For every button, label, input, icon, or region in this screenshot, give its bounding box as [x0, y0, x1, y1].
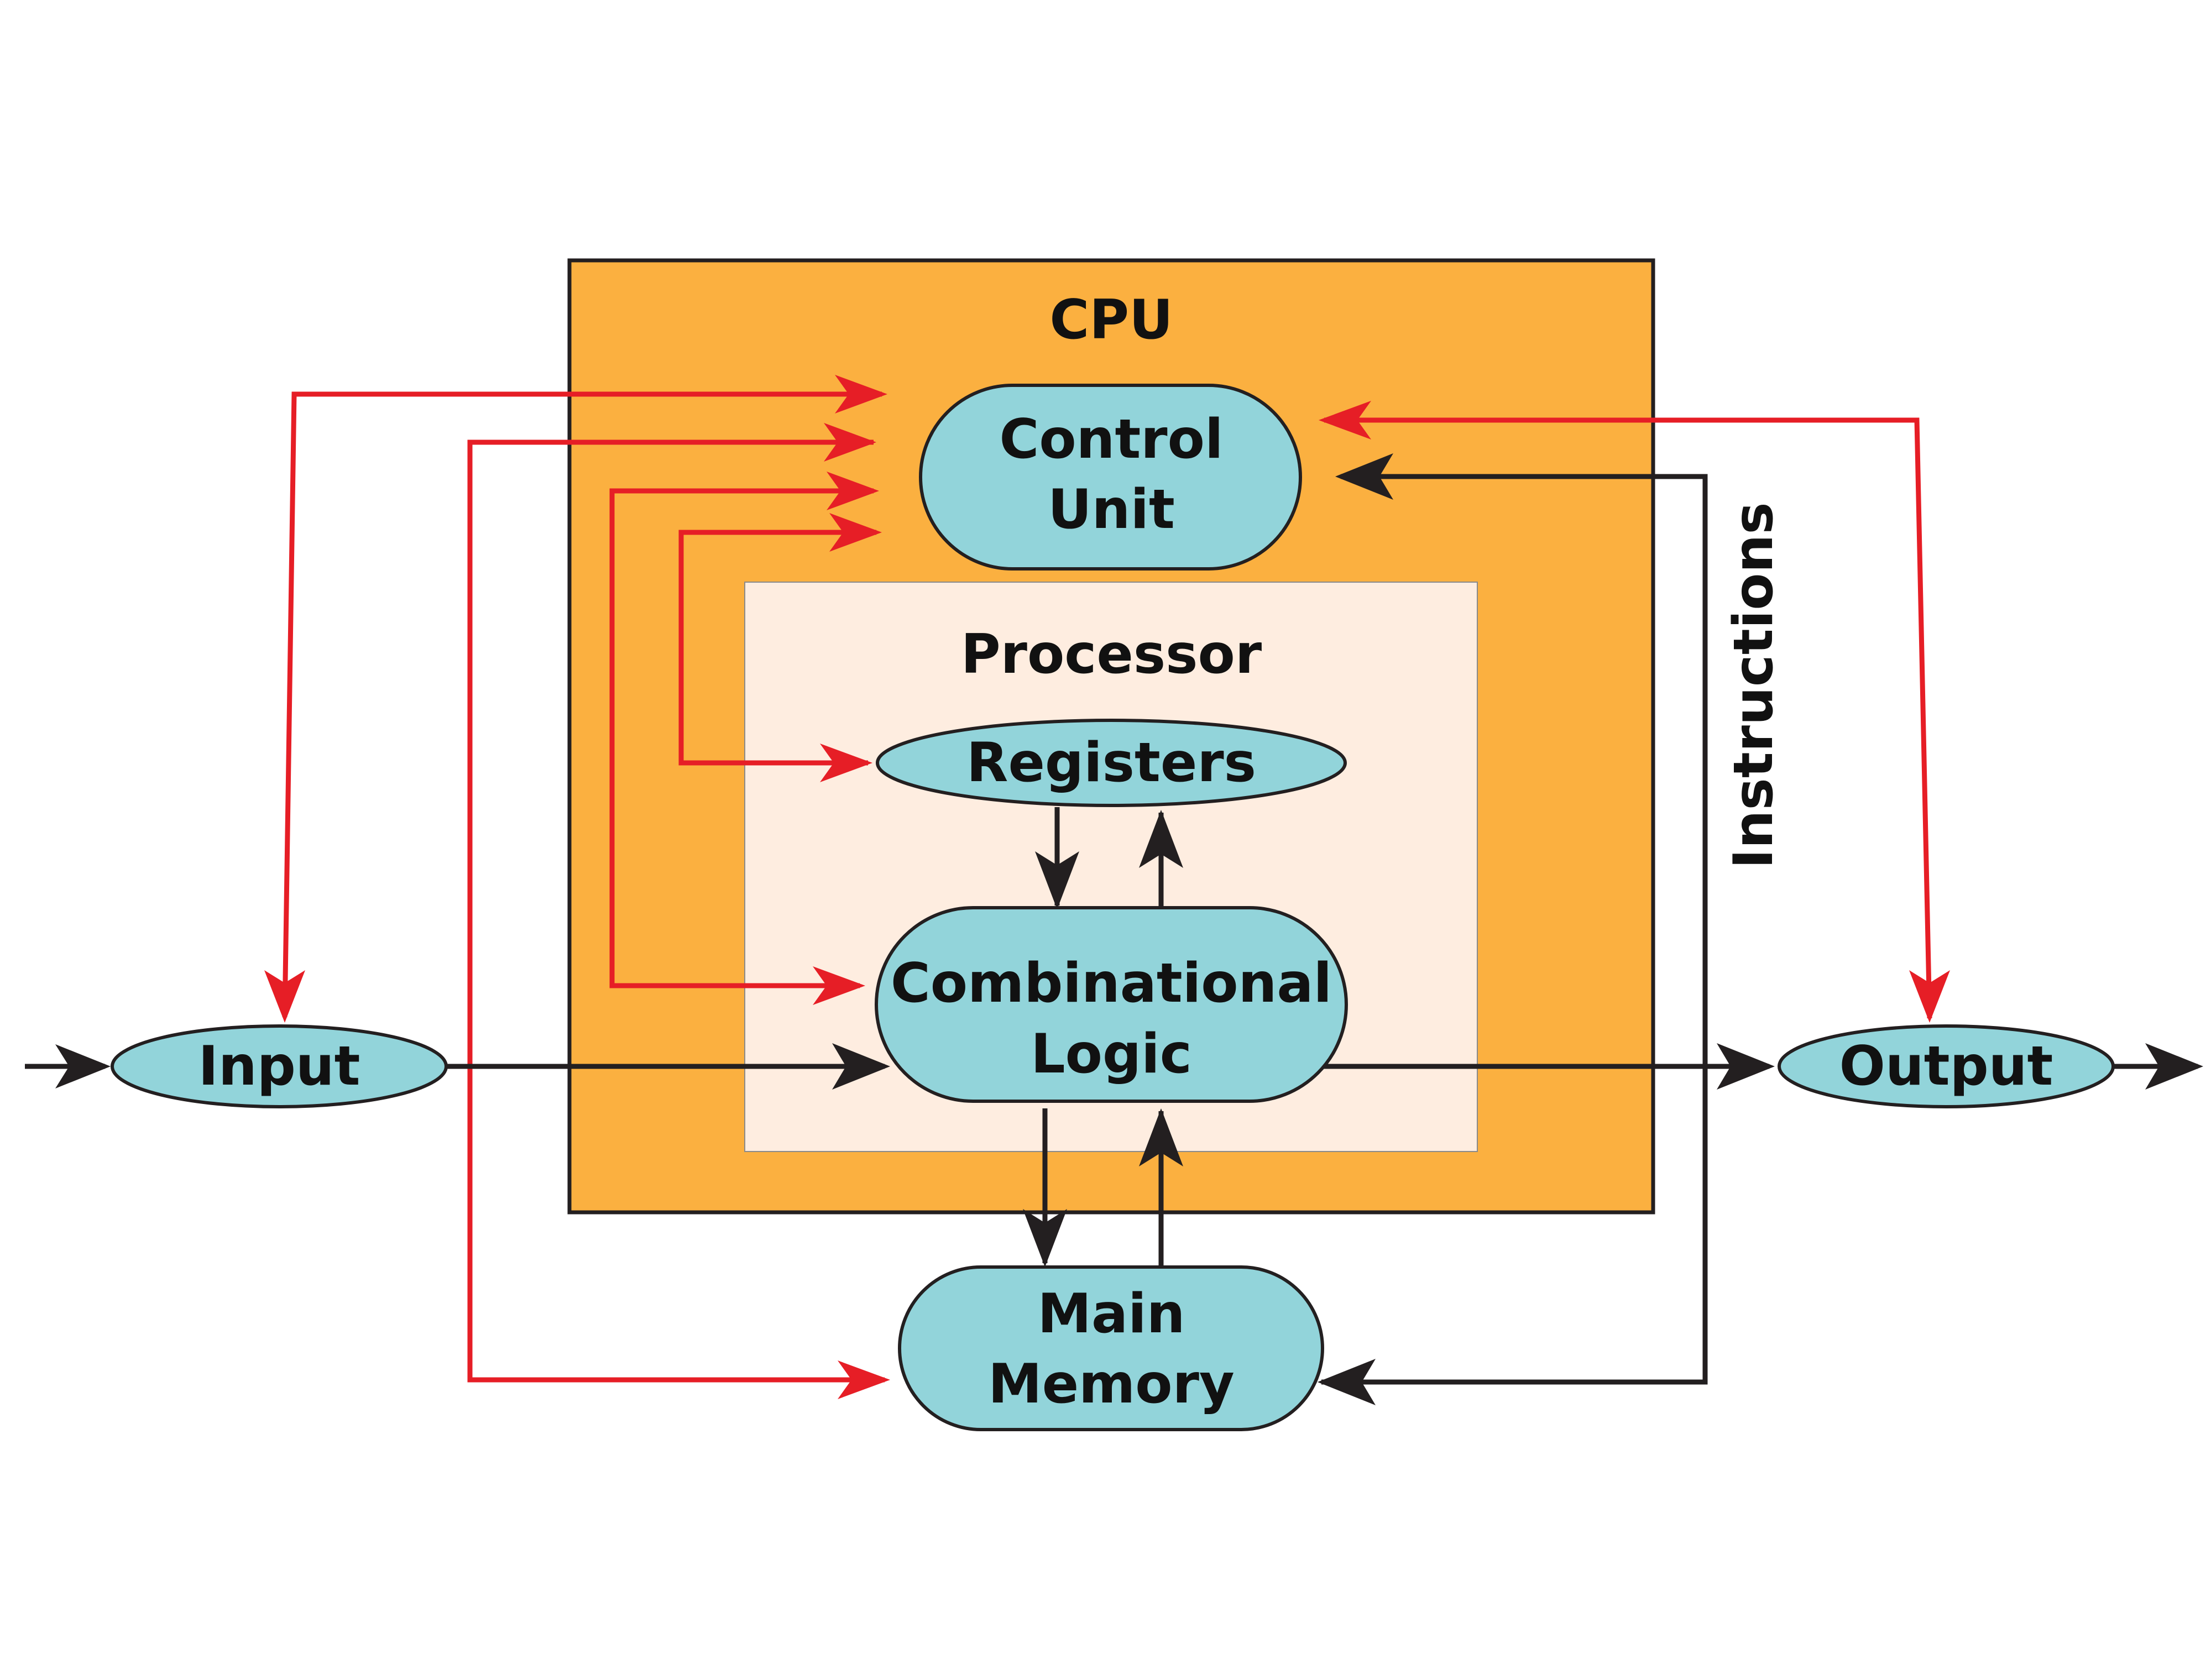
arrowhead-blk-reg-up: [1139, 810, 1183, 868]
arrowhead-blk-mem-down: [1023, 1209, 1067, 1267]
registers-label: Registers: [966, 731, 1256, 794]
control-line-combinational: [609, 488, 874, 988]
control-line-input: [282, 391, 882, 1018]
instructions-line: [1321, 474, 1708, 1385]
arrowhead-red-registers: [820, 744, 872, 782]
control-unit-node: Control Unit: [919, 384, 1302, 571]
main-memory-label-line1: Main: [1037, 1283, 1185, 1346]
control-line-registers: [678, 530, 876, 766]
instructions-label: Instructions: [1722, 502, 1785, 868]
cpu-title: CPU: [1049, 289, 1173, 352]
arrowhead-red-memory: [838, 1360, 890, 1399]
output-label: Output: [1839, 1035, 2053, 1098]
arrowhead-red-input: [264, 970, 305, 1023]
control-lines: [282, 391, 1932, 1383]
combinational-logic-node: Combinational Logic: [875, 906, 1348, 1103]
arrowhead-blk-mem-up: [1139, 1108, 1183, 1166]
arrowhead-blk-instr-cu: [1335, 453, 1393, 500]
arrowhead-red-combinational: [813, 966, 865, 1005]
arrowhead-blk-output-in: [1717, 1043, 1775, 1090]
combinational-label-line1: Combinational: [891, 952, 1332, 1015]
arrowhead-blk-external-input: [55, 1044, 111, 1088]
control-line-output: [1324, 417, 1932, 1019]
arrowhead-red-cu-right: [1319, 401, 1371, 439]
arrowhead-blk-reg-down: [1035, 851, 1079, 909]
arrowhead-blk-combinational-in: [832, 1043, 890, 1090]
registers-node: Registers: [876, 719, 1347, 807]
control-unit-label-line2: Unit: [1048, 478, 1175, 541]
arrowhead-red-cu-2: [824, 423, 876, 462]
arrowhead-red-cu-3: [827, 472, 879, 510]
main-memory-node: Main Memory: [898, 1265, 1324, 1431]
control-unit-label-line1: Control: [999, 408, 1223, 471]
arrowhead-red-cu-4: [829, 513, 882, 552]
input-node: Input: [111, 1024, 448, 1108]
main-memory-label-line2: Memory: [988, 1353, 1235, 1416]
arrowhead-red-output: [1909, 970, 1950, 1023]
processor-title: Processor: [961, 623, 1262, 686]
arrowhead-blk-instr-mem: [1318, 1359, 1376, 1405]
arrowhead-red-cu-1: [835, 375, 887, 414]
control-line-memory: [467, 439, 885, 1383]
arrowheads: [55, 375, 2203, 1405]
combinational-label-line2: Logic: [1031, 1023, 1192, 1086]
arrowhead-blk-external-output: [2145, 1043, 2203, 1090]
input-label: Input: [198, 1035, 360, 1098]
output-node: Output: [1778, 1024, 2115, 1108]
